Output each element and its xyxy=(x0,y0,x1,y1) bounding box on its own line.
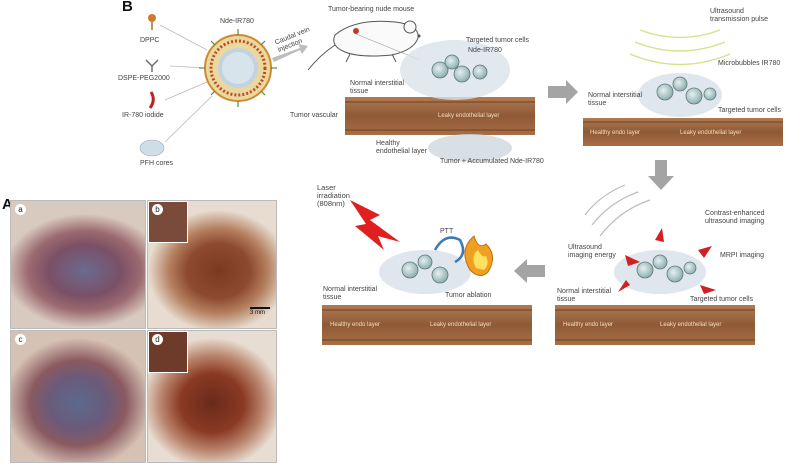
label-s1-normal: Normal interstitial tissue xyxy=(350,80,405,95)
label-s2-healthy: Healthy endo layer xyxy=(590,130,641,136)
ir780-icon xyxy=(148,91,155,109)
label-s4-normal: Normal interstitial tissue xyxy=(323,286,378,301)
label-s3-normal: Normal interstitial tissue xyxy=(557,288,612,303)
pfh-core-icon xyxy=(139,139,165,157)
label-s1-nde: Nde-IR780 xyxy=(468,47,502,54)
injection-arrow xyxy=(272,44,308,62)
dspe-peg-icon xyxy=(145,59,159,72)
label-s4-healthy: Healthy endo layer xyxy=(330,322,381,328)
step3-scene xyxy=(555,184,755,345)
step1-vessel xyxy=(345,40,535,162)
photo-b: b 3 mm xyxy=(147,200,277,329)
flow-arrow-1 xyxy=(548,80,578,104)
panel-label-b: B xyxy=(122,0,133,15)
label-s2-ultrasound: Ultrasound transmission pulse xyxy=(710,8,768,23)
flow-arrow-2 xyxy=(648,160,674,190)
label-dspe-peg: DSPE-PEG2000 xyxy=(118,75,170,82)
photo-c: c xyxy=(10,330,146,463)
label-s1-leaky: Leaky endothelial layer xyxy=(438,113,500,119)
label-s3-targeted: Targeted tumor cells xyxy=(690,296,754,303)
mouse-icon xyxy=(307,20,421,71)
label-pfh: PFH cores xyxy=(140,160,174,167)
photo-label-c: c xyxy=(15,334,26,345)
photo-label-a: a xyxy=(15,204,26,215)
flow-arrow-3 xyxy=(514,259,545,283)
label-s4-ablation: Tumor ablation xyxy=(445,292,492,299)
scale-bar: 3 mm xyxy=(250,307,270,316)
label-s4-laser: Laser irradiation (808nm) xyxy=(317,183,350,208)
step2-scene xyxy=(583,29,783,146)
label-dppc: DPPC xyxy=(140,37,160,44)
label-s1-healthy: Healthy endothelial layer xyxy=(376,140,427,155)
photo-a: a xyxy=(10,200,146,329)
label-s2-targeted: Targeted tumor cells xyxy=(718,107,782,114)
photo-d: d xyxy=(147,330,277,463)
label-mouse: Tumor-bearing nude mouse xyxy=(328,6,415,13)
photo-label-d: d xyxy=(152,334,163,345)
step4-scene xyxy=(322,200,532,345)
dppc-icon xyxy=(148,14,156,30)
label-s2-leaky: Leaky endothelial layer xyxy=(680,130,742,136)
label-s1-vascular: Tumor vascular xyxy=(290,112,338,119)
photo-label-b: b xyxy=(152,204,163,215)
laser-bolt-icon xyxy=(350,200,400,250)
label-s3-contrast: Contrast-enhanced ultrasound imaging xyxy=(705,210,765,225)
label-s3-healthy: Healthy endo layer xyxy=(563,322,614,328)
label-s1-targeted: Targeted tumor cells xyxy=(466,37,530,44)
label-nanoparticle: Nde-IR780 xyxy=(220,18,254,25)
nanoparticle-icon xyxy=(199,29,277,107)
connector-lines xyxy=(159,24,213,143)
label-ir780: IR-780 iodide xyxy=(122,112,164,119)
panel-label-a: A xyxy=(2,196,13,213)
label-s3-leaky: Leaky endothelial layer xyxy=(660,322,722,328)
label-s4-leaky: Leaky endothelial layer xyxy=(430,322,492,328)
label-s3-mrpi: MRPI imaging xyxy=(720,252,764,259)
scale-bar-label: 3 mm xyxy=(250,310,265,316)
step1-tumor-cells xyxy=(431,54,488,83)
flame-icon xyxy=(464,235,493,276)
label-s2-normal: Normal interstitial tissue xyxy=(588,92,643,107)
label-s3-energy: Ultrasound imaging energy xyxy=(568,244,616,259)
label-s2-microbubbles: Microbubbles IR780 xyxy=(718,60,781,67)
label-s4-ptt: PTT xyxy=(440,228,454,235)
label-s1-accum: Tumor + Accumulated Nde-IR780 xyxy=(440,158,544,165)
